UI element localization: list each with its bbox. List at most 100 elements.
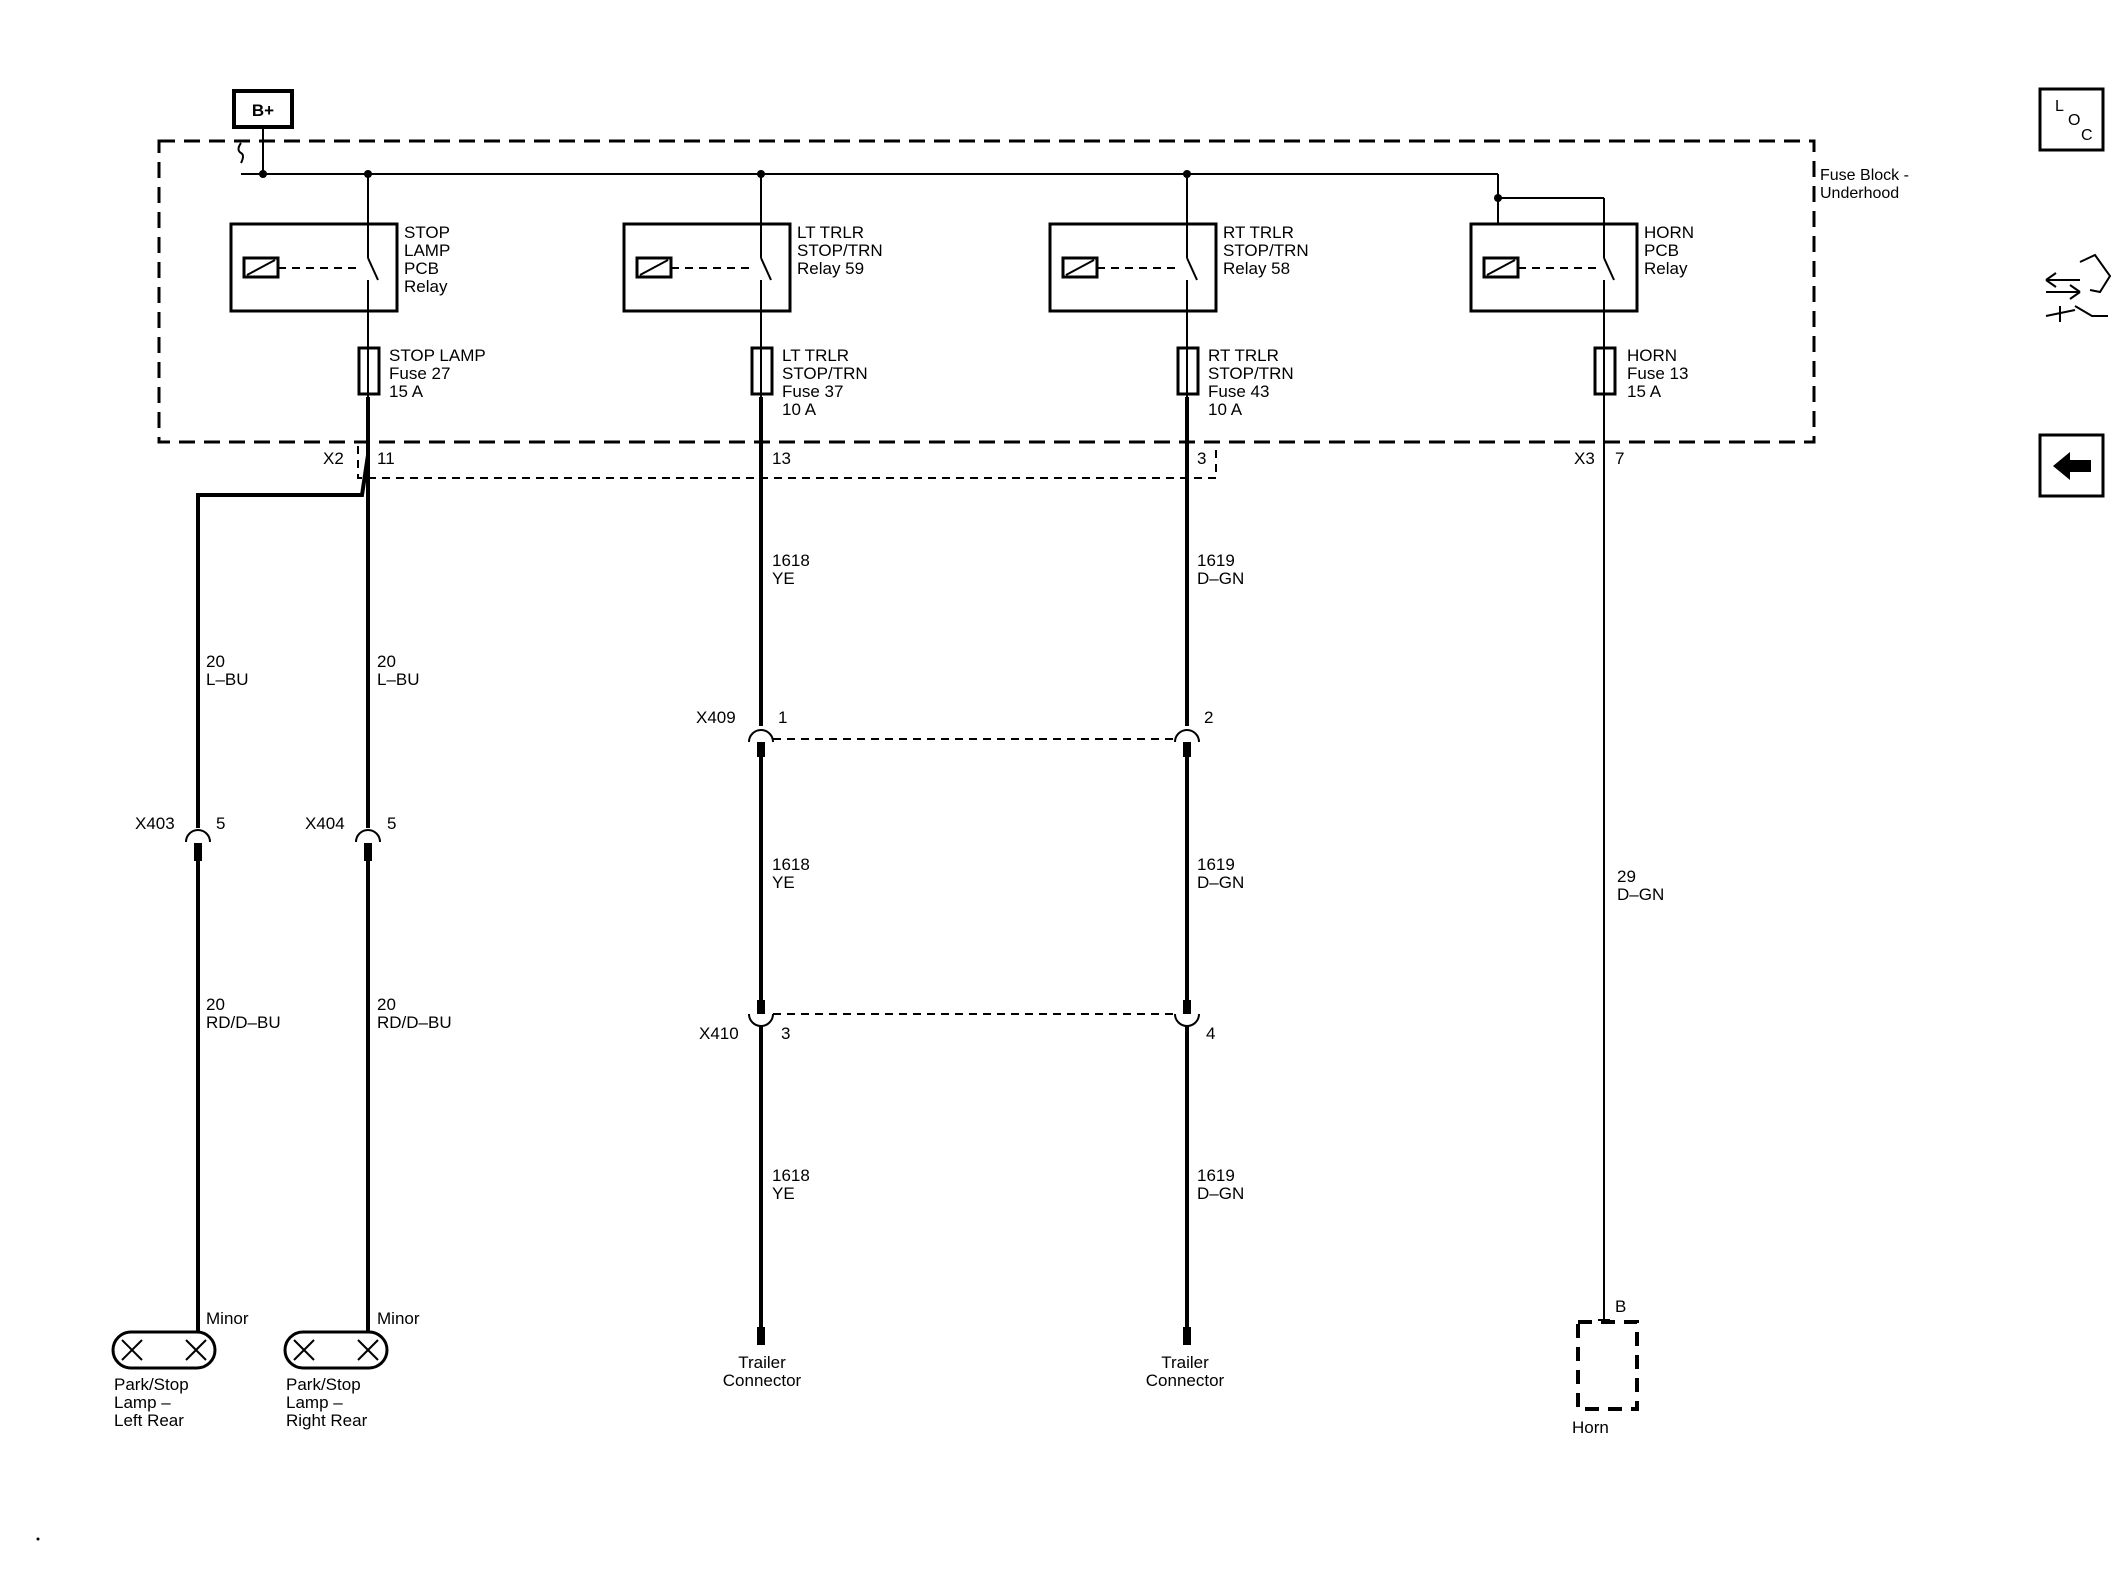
relay-stop-lamp-line-3: PCB [404, 259, 439, 278]
x403-pin: 5 [216, 814, 225, 833]
fuse-lt-trlr-line-3: Fuse 37 [782, 382, 843, 401]
right-lamp-line-2: Lamp – [286, 1393, 343, 1412]
connector-x410: X410 3 4 [699, 1013, 1215, 1043]
horn-circuit: 29 D–GN B Horn [1572, 397, 1664, 1437]
x2-pin-3: 3 [1197, 449, 1206, 468]
connector-tool-icon[interactable] [2045, 253, 2112, 322]
fuse-stop-lamp: STOP LAMP Fuse 27 15 A [357, 345, 486, 401]
horn-pin: B [1615, 1297, 1626, 1316]
left-lamp-line-2: Lamp – [114, 1393, 171, 1412]
wire-left-upper-circuit: 20 [206, 652, 225, 671]
x404-pin: 5 [387, 814, 396, 833]
wire-right-upper-circuit: 20 [377, 652, 396, 671]
relay-stop-lamp-line-4: Relay [404, 277, 448, 296]
block-connector-x2: X2 11 13 3 [323, 446, 1217, 479]
stop-lamp-circuit: 20 L–BU 20 L–BU X403 5 X404 5 20 RD/D–BU… [135, 397, 452, 1332]
fuse-rt-trlr: RT TRLR STOP/TRN Fuse 43 10 A [1176, 345, 1294, 419]
left-lamp-tag: Minor [206, 1309, 249, 1328]
fuse-horn: HORN Fuse 13 15 A [1593, 345, 1688, 401]
fuse-block-label-1: Fuse Block - [1820, 167, 1909, 184]
relay-lt-trlr-line-1: LT TRLR [797, 223, 864, 242]
fuse-stop-lamp-line-1: STOP LAMP [389, 346, 486, 365]
wire-rt-upper-circuit: 1619 [1197, 551, 1235, 570]
x410-label: X410 [699, 1024, 739, 1043]
fuse-rt-trlr-line-1: RT TRLR [1208, 346, 1279, 365]
park-stop-lamp-left-rear: Minor Park/Stop Lamp – Left Rear [111, 1309, 249, 1430]
trailer-lt-line-1: Trailer [738, 1353, 786, 1372]
battery-positive-box: B+ [232, 89, 294, 129]
relay-rt-trlr-line-3: Relay 58 [1223, 259, 1290, 278]
left-lamp-line-1: Park/Stop [114, 1375, 189, 1394]
park-stop-lamp-right-rear: Minor Park/Stop Lamp – Right Rear [283, 1309, 420, 1430]
horn-component [1576, 1320, 1639, 1411]
location-view-button[interactable]: L O C [2038, 87, 2105, 152]
fuse-block-boundary [157, 139, 1816, 444]
trailer-rt-line-2: Connector [1146, 1371, 1225, 1390]
x3-label: X3 [1574, 449, 1595, 468]
wire-rt-mid-circuit: 1619 [1197, 855, 1235, 874]
right-lamp-line-1: Park/Stop [286, 1375, 361, 1394]
wire-right-upper-color: L–BU [377, 670, 420, 689]
relay-lt-trlr-line-3: Relay 59 [797, 259, 864, 278]
wire-lt-mid-circuit: 1618 [772, 855, 810, 874]
back-arrow-icon[interactable] [2038, 433, 2105, 498]
x409-pin-a: 1 [778, 708, 787, 727]
wire-rt-lower-color: D–GN [1197, 1184, 1244, 1203]
wire-left-lower-color: RD/D–BU [206, 1013, 281, 1032]
loc-icon-c: C [2081, 127, 2093, 144]
wire-lt-upper-circuit: 1618 [772, 551, 810, 570]
x3-pin-7: 7 [1615, 449, 1624, 468]
relay-rt-trlr-line-2: STOP/TRN [1223, 241, 1309, 260]
fuse-horn-line-1: HORN [1627, 346, 1677, 365]
x2-pin-13: 13 [772, 449, 791, 468]
x404-label: X404 [305, 814, 345, 833]
wire-left-lower-circuit: 20 [206, 995, 225, 1014]
fuse-lt-trlr-line-2: STOP/TRN [782, 364, 868, 383]
loc-icon-l: L [2055, 98, 2064, 115]
wire-rt-upper-color: D–GN [1197, 569, 1244, 588]
fuse-lt-trlr-line-4: 10 A [782, 400, 817, 419]
x409-label: X409 [696, 708, 736, 727]
stray-dot [36, 1537, 40, 1541]
fuse-lt-trlr-line-1: LT TRLR [782, 346, 849, 365]
relay-stop-lamp: STOP LAMP PCB Relay [229, 174, 450, 345]
wire-horn-color: D–GN [1617, 885, 1664, 904]
horn-label: Horn [1572, 1418, 1609, 1437]
fuse-block-label-2: Underhood [1820, 185, 1899, 202]
wire-lt-mid-color: YE [772, 873, 795, 892]
wire-right-lower-color: RD/D–BU [377, 1013, 452, 1032]
wire-horn-circuit: 29 [1617, 867, 1636, 886]
block-connector-x3: X3 7 [1574, 449, 1624, 468]
relay-horn-line-1: HORN [1644, 223, 1694, 242]
relay-rt-trlr: RT TRLR STOP/TRN Relay 58 [1048, 174, 1309, 345]
wire-lt-upper-color: YE [772, 569, 795, 588]
x2-pin-11: 11 [377, 449, 395, 468]
x410-pin-b: 4 [1206, 1024, 1215, 1043]
wire-rt-mid-color: D–GN [1197, 873, 1244, 892]
wire-rt-lower-circuit: 1619 [1197, 1166, 1235, 1185]
right-lamp-tag: Minor [377, 1309, 420, 1328]
wire-left-upper-color: L–BU [206, 670, 249, 689]
trailer-lt-line-2: Connector [723, 1371, 802, 1390]
relay-rt-trlr-line-1: RT TRLR [1223, 223, 1294, 242]
connector-x409: X409 1 2 [696, 708, 1213, 740]
fuse-horn-line-3: 15 A [1627, 382, 1662, 401]
relay-stop-lamp-line-2: LAMP [404, 241, 450, 260]
x409-pin-b: 2 [1204, 708, 1213, 727]
fuse-stop-lamp-line-3: 15 A [389, 382, 424, 401]
x2-label: X2 [323, 449, 344, 468]
lt-trlr-circuit: 1618 YE 1618 YE 1618 YE Trailer Connecto… [723, 397, 810, 1390]
trailer-rt-line-1: Trailer [1161, 1353, 1209, 1372]
relay-horn-line-3: Relay [1644, 259, 1688, 278]
right-lamp-line-3: Right Rear [286, 1411, 368, 1430]
rt-trlr-circuit: 1619 D–GN 1619 D–GN 1619 D–GN Trailer Co… [1146, 397, 1244, 1390]
relay-lt-trlr-line-2: STOP/TRN [797, 241, 883, 260]
wire-lt-lower-circuit: 1618 [772, 1166, 810, 1185]
relay-horn-line-2: PCB [1644, 241, 1679, 260]
loc-icon-o: O [2068, 112, 2080, 129]
fuse-rt-trlr-line-3: Fuse 43 [1208, 382, 1269, 401]
left-lamp-line-3: Left Rear [114, 1411, 184, 1430]
fuse-rt-trlr-line-4: 10 A [1208, 400, 1243, 419]
battery-positive-label: B+ [252, 101, 274, 120]
